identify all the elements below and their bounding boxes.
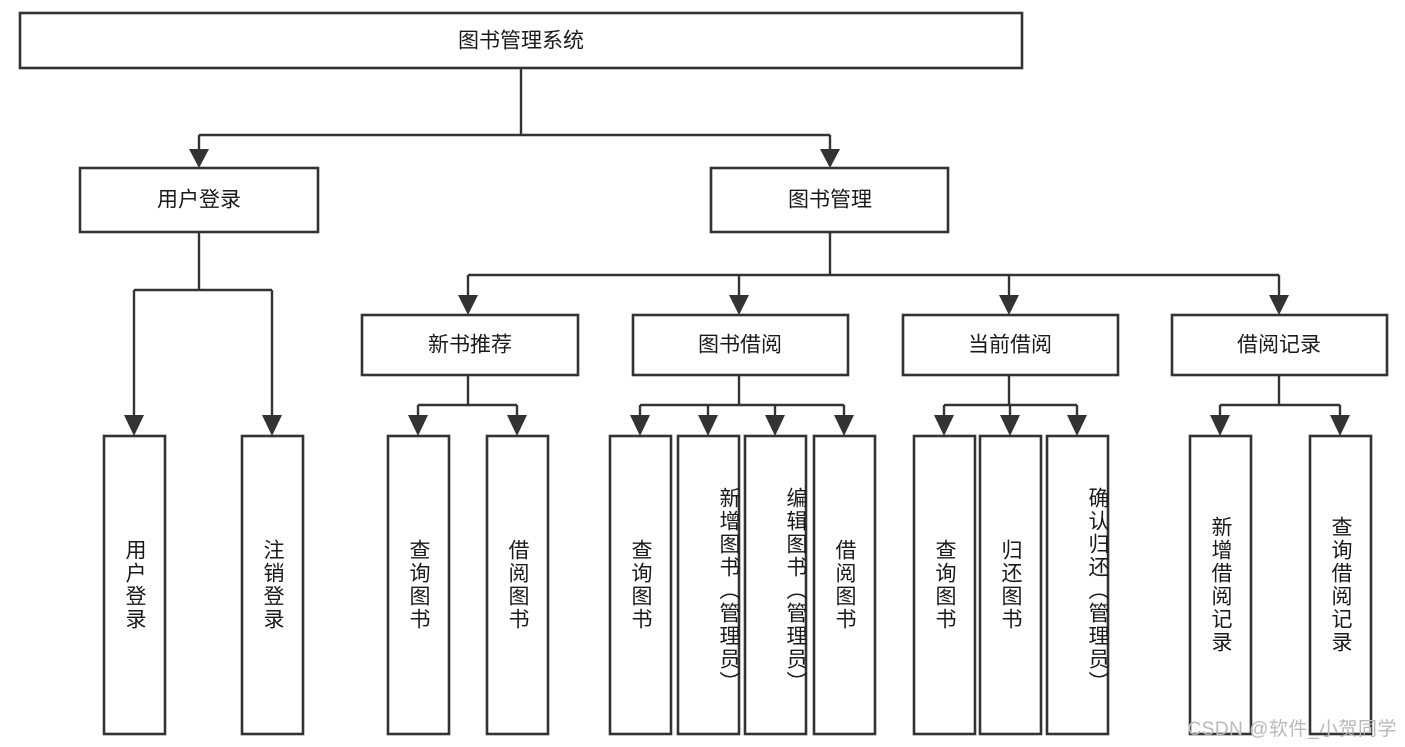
- node-book-management[interactable]: 图书管理: [709, 166, 950, 234]
- node-borrow-record-box[interactable]: [1170, 313, 1389, 377]
- node-current-borrow-box[interactable]: [901, 313, 1120, 377]
- node-root-box[interactable]: [18, 11, 1024, 70]
- node-new-book-recommend-label: 新书推荐: [428, 334, 512, 357]
- node-current-borrow[interactable]: 当前借阅: [901, 313, 1120, 377]
- arrowhead-leaf-borrow-book-2: [834, 415, 854, 436]
- node-current-borrow-label: 当前借阅: [968, 334, 1052, 357]
- node-borrow-record-label: 借阅记录: [1237, 334, 1321, 357]
- node-user-login-box[interactable]: [78, 166, 320, 234]
- leaf-box-borrow-book-1[interactable]: [485, 434, 550, 736]
- node-root-label: 图书管理系统: [458, 30, 584, 53]
- node-book-borrow-box[interactable]: [631, 313, 850, 377]
- arrowhead-new-book-recommend: [458, 295, 478, 315]
- arrowhead-user-login: [189, 149, 209, 168]
- arrowhead-leaf-return-book: [1000, 415, 1020, 436]
- leaf-box-add-record[interactable]: [1188, 434, 1253, 736]
- leaf-box-layer: [102, 434, 1373, 736]
- leaf-box-confirm-return[interactable]: [1045, 434, 1110, 736]
- leaf-box-user-login[interactable]: [102, 434, 167, 736]
- leaf-box-return-book[interactable]: [978, 434, 1043, 736]
- connector-layer: [124, 68, 1350, 436]
- node-new-book-recommend-box[interactable]: [360, 313, 580, 377]
- node-book-borrow-label: 图书借阅: [698, 334, 782, 357]
- leaf-box-add-book[interactable]: [676, 434, 741, 736]
- arrowhead-leaf-add-record: [1210, 415, 1230, 436]
- arrowhead-borrow-record: [1269, 295, 1289, 315]
- node-book-management-label: 图书管理: [788, 189, 872, 212]
- arrowhead-leaf-confirm-return: [1067, 415, 1087, 436]
- arrowhead-current-borrow: [999, 295, 1019, 315]
- arrowhead-leaf-borrow-book-1: [507, 415, 527, 436]
- arrowhead-leaf-edit-book: [765, 415, 785, 436]
- leaf-box-query-book-3[interactable]: [912, 434, 977, 736]
- leaf-box-query-record[interactable]: [1308, 434, 1373, 736]
- node-user-login[interactable]: 用户登录: [78, 166, 320, 234]
- leaf-box-query-book-1[interactable]: [386, 434, 451, 736]
- arrowhead-leaf-query-book-2: [630, 415, 650, 436]
- node-user-login-label: 用户登录: [157, 189, 241, 212]
- arrowhead-leaf-query-book-3: [934, 415, 954, 436]
- node-borrow-record[interactable]: 借阅记录: [1170, 313, 1389, 377]
- node-book-borrow[interactable]: 图书借阅: [631, 313, 850, 377]
- leaf-box-query-book-2[interactable]: [608, 434, 673, 736]
- arrowhead-leaf-user-logout: [262, 415, 282, 436]
- node-book-management-box[interactable]: [709, 166, 950, 234]
- leaf-box-user-logout[interactable]: [240, 434, 305, 736]
- csdn-watermark: CSDN @软件_小贺同学: [1187, 719, 1397, 740]
- node-new-book-recommend[interactable]: 新书推荐: [360, 313, 580, 377]
- arrowhead-leaf-user-login: [124, 415, 144, 436]
- arrowhead-leaf-query-record: [1330, 415, 1350, 436]
- arrowhead-book-borrow: [729, 295, 749, 315]
- node-root-book-management-system[interactable]: 图书管理系统: [18, 11, 1024, 70]
- arrowhead-book-management: [820, 149, 840, 168]
- arrowhead-leaf-query-book-1: [408, 415, 428, 436]
- arrowhead-leaf-add-book: [698, 415, 718, 436]
- leaf-box-borrow-book-2[interactable]: [812, 434, 877, 736]
- leaf-box-edit-book[interactable]: [743, 434, 808, 736]
